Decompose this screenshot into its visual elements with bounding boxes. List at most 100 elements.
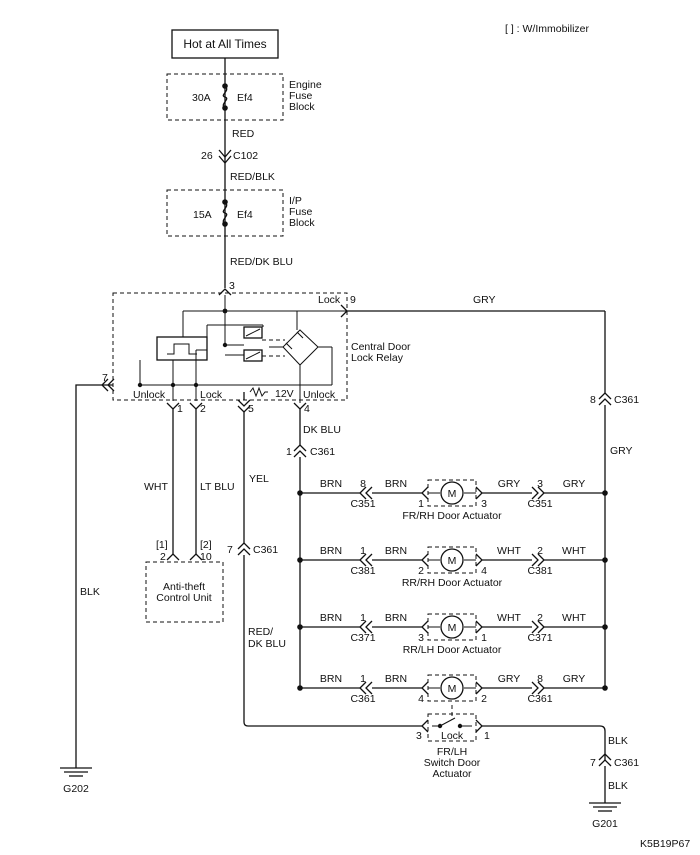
- actuator-1-left-wire-label: BRN: [320, 478, 342, 490]
- actuator-1-right-wire-label: GRY: [498, 478, 521, 490]
- switch-pin-l: 3: [416, 730, 422, 742]
- actuator-2-right-wire-label: WHT: [497, 545, 521, 557]
- relay-module-block: [156, 336, 208, 361]
- actuator-2-right-wire2-label: WHT: [562, 545, 586, 557]
- engine-fuse-block-label-2: Fuse: [289, 90, 313, 102]
- wire-blk-right-label: BLK: [608, 735, 628, 747]
- actuator-3-left-junction: [297, 624, 303, 630]
- actuator-3-motor-symbol: M: [448, 622, 457, 634]
- engine-fuse-id: Ef4: [237, 92, 253, 104]
- actuator-3-motor: [440, 615, 464, 639]
- actuator-4-motor-symbol: M: [448, 683, 457, 695]
- engine-fuse-block-label-1: Engine: [289, 79, 322, 91]
- relay-pin-9: 9: [350, 294, 356, 306]
- actuator-3-right-junction: [602, 624, 608, 630]
- relay-name-1: Central Door: [351, 341, 411, 353]
- actuator-1-motor-symbol: M: [448, 488, 457, 500]
- anti-theft-pin-l: 2: [160, 551, 166, 563]
- actuator-2-motor-pin-l-arrow: [421, 553, 429, 567]
- ip-fuse-block-label-1: I/P: [289, 195, 302, 207]
- ip-fuse-block: [166, 189, 284, 237]
- actuator-2-name: RR/RH Door Actuator: [402, 577, 503, 589]
- switch-pin-r: 1: [484, 730, 490, 742]
- anti-theft-control-unit-box: [145, 561, 224, 623]
- ip-fuse-id: Ef4: [237, 209, 253, 221]
- actuator-2-left-connector: [359, 553, 373, 567]
- ip-fuse-amps: 15A: [193, 209, 212, 221]
- c361-yel-name: C361: [253, 544, 278, 556]
- actuator-1-right-conn: C351: [527, 498, 552, 510]
- anti-theft-pin-l-bracket: [1]: [156, 539, 168, 551]
- ground-symbol-left: [60, 767, 92, 777]
- anti-theft-pin-r-bracket: [2]: [200, 539, 212, 551]
- actuator-2-right-conn: C381: [527, 565, 552, 577]
- ground-symbol-right: [589, 802, 621, 812]
- actuator-2-motor-pin-l: 2: [418, 565, 424, 577]
- wire-red-label: RED: [232, 128, 255, 140]
- relay-name-2: Lock Relay: [351, 352, 404, 364]
- c361-right-name: C361: [614, 394, 639, 406]
- power-source-box: [171, 29, 279, 59]
- actuator-3-right-wire-label: WHT: [497, 612, 521, 624]
- switch-actuator-label-1: FR/LH: [437, 746, 467, 758]
- actuator-4-right-conn: C361: [527, 693, 552, 705]
- actuator-4-right-pin: 8: [537, 673, 543, 685]
- relay-pin-5: 5: [248, 403, 254, 415]
- c102-name: C102: [233, 150, 258, 162]
- ground-left-label: G202: [63, 783, 89, 795]
- relay-pin-2: 2: [200, 403, 206, 415]
- relay-pin-3: 3: [229, 280, 235, 292]
- legend-note: [ ] : W/Immobilizer: [505, 23, 590, 35]
- wire-blk-right2-label: BLK: [608, 780, 628, 792]
- wire-gry-top-label: GRY: [473, 294, 496, 306]
- actuator-4-right-wire2-label: GRY: [563, 673, 586, 685]
- relay-unlock-left: Unlock: [133, 389, 166, 401]
- actuator-3-right-wire2-label: WHT: [562, 612, 586, 624]
- actuator-3-name: RR/LH Door Actuator: [403, 644, 502, 656]
- actuator-4-motor-pin-l-arrow: [421, 681, 429, 695]
- figure-code: K5B19P67: [640, 838, 690, 850]
- engine-fuse-block-label-3: Block: [289, 101, 315, 113]
- anti-theft-pin-r: 10: [200, 551, 212, 563]
- ground-right-label: G201: [592, 818, 618, 830]
- wire-gry-right-label: GRY: [610, 445, 633, 457]
- wire-blk-left-label: BLK: [80, 586, 100, 598]
- wire-red-dk-blu-low-2: DK BLU: [248, 638, 286, 650]
- actuator-1-left-pin: 8: [360, 478, 366, 490]
- actuator-4-right-wire-label: GRY: [498, 673, 521, 685]
- actuator-1-right-pin: 3: [537, 478, 543, 490]
- c361-left-name: C361: [310, 446, 335, 458]
- actuator-3-motor-pin-l: 3: [418, 632, 424, 644]
- wire-red-blk-label: RED/BLK: [230, 171, 275, 183]
- actuator-4-left-pin: 1: [360, 673, 366, 685]
- c361-ground-pin: 7: [590, 757, 596, 769]
- wire-wht-label: WHT: [144, 481, 168, 493]
- actuator-1-left-junction: [297, 490, 303, 496]
- actuator-3-motor-pin-l-arrow: [421, 620, 429, 634]
- actuator-3-right-conn: C371: [527, 632, 552, 644]
- ip-fuse-block-label-2: Fuse: [289, 206, 313, 218]
- actuator-2-right-junction: [602, 557, 608, 563]
- actuator-1-motor-pin-l-arrow: [421, 486, 429, 500]
- engine-fuse-symbol: [222, 85, 228, 109]
- relay-resistor: [249, 386, 268, 398]
- power-source-label: Hot at All Times: [183, 37, 266, 51]
- relay-pin-1: 1: [177, 403, 183, 415]
- c361-yel-pin: 7: [227, 544, 233, 556]
- actuator-1-motor: [440, 481, 464, 505]
- switch-actuator-label-3: Actuator: [432, 768, 472, 780]
- relay-pin-4: 4: [304, 403, 310, 415]
- actuator-2-motor: [440, 548, 464, 572]
- engine-fuse-amps: 30A: [192, 92, 211, 104]
- actuator-3-left-wire2-label: BRN: [385, 612, 407, 624]
- actuator-2-left-conn: C381: [350, 565, 375, 577]
- actuator-2-right-pin: 2: [537, 545, 543, 557]
- actuator-3-left-wire-label: BRN: [320, 612, 342, 624]
- relay-lock-top-label: Lock: [318, 294, 341, 306]
- actuator-3-left-pin: 1: [360, 612, 366, 624]
- actuator-1-left-conn: C351: [350, 498, 375, 510]
- wire-dk-blu-label: DK BLU: [303, 424, 341, 436]
- ip-fuse-symbol: [222, 201, 228, 225]
- actuator-1-left-connector: [359, 486, 373, 500]
